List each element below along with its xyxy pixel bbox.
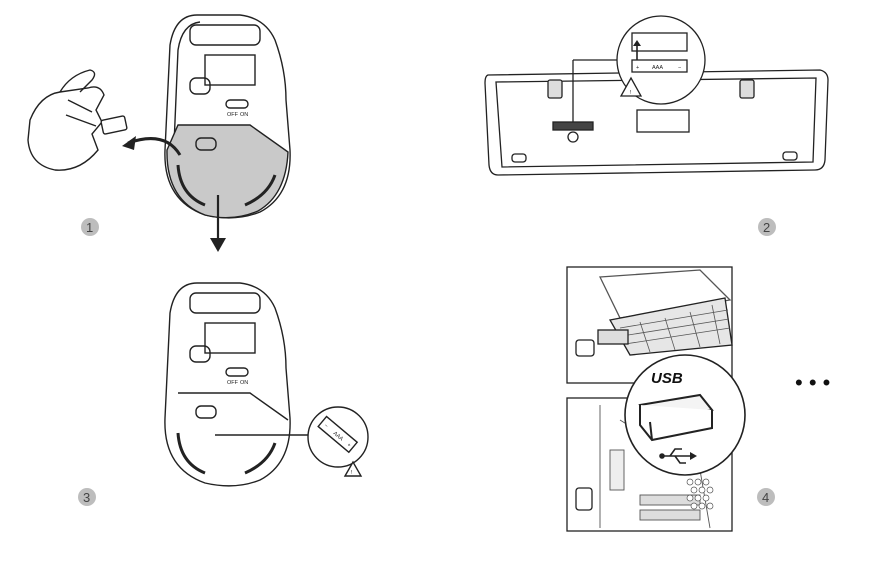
svg-text:3: 3 xyxy=(83,490,90,505)
magnified-battery-door xyxy=(631,32,688,52)
magnified-battery xyxy=(631,59,688,73)
callout-magnifier-3 xyxy=(307,406,369,468)
warning-icon-3 xyxy=(343,460,363,477)
warning-icon xyxy=(619,76,643,97)
hand-finger-3 xyxy=(65,114,97,127)
keyboard-receiver-slot xyxy=(552,121,594,131)
magnified-battery-3 xyxy=(317,415,359,454)
receiver-small-laptop xyxy=(575,339,595,357)
usb-symbol-icon xyxy=(659,448,697,464)
more-dots: • • • xyxy=(795,370,830,395)
pc-vent-holes xyxy=(686,478,714,510)
switch-on-label-3: ON xyxy=(240,380,248,386)
keyboard-battery-cover xyxy=(636,109,690,133)
keyboard-foot-left xyxy=(547,79,563,99)
switch-off-label-3: OFF xyxy=(227,380,239,386)
keyboard-foot-right xyxy=(739,79,755,99)
laptop-keys xyxy=(619,304,731,353)
power-switch-3 xyxy=(225,367,249,377)
step3-illustration: OFF ON AAA − + ! xyxy=(164,282,369,487)
svg-text:2: 2 xyxy=(763,220,770,235)
battery-type-label-2: AAA xyxy=(652,65,663,71)
hand-outline xyxy=(27,86,105,171)
down-arrow-head xyxy=(210,238,226,252)
laptop-screen xyxy=(598,269,732,319)
step3-badge: 3 xyxy=(78,488,96,506)
receiver-in-hand xyxy=(100,115,128,135)
mouse-foot-left xyxy=(176,164,206,207)
step1-illustration: OFF ON xyxy=(27,14,291,252)
step2-illustration: AAA − + ! xyxy=(484,15,829,176)
step1-badge: 1 xyxy=(81,218,99,236)
laptop-side-port xyxy=(597,329,629,345)
curved-arrow-head xyxy=(122,136,136,150)
svg-text:1: 1 xyxy=(86,220,93,235)
battery-plus-3: + xyxy=(346,442,352,449)
svg-text:!: ! xyxy=(351,470,353,476)
svg-text:4: 4 xyxy=(762,490,769,505)
hand-finger-1 xyxy=(59,69,96,93)
switch-off-label: OFF xyxy=(227,112,239,118)
battery-minus-3: − xyxy=(323,423,329,430)
svg-text:!: ! xyxy=(630,90,632,96)
keyboard-inner-outline xyxy=(495,77,817,168)
keyboard-pad-right xyxy=(782,151,798,161)
mouse-receiver-slot xyxy=(204,54,256,86)
keyboard-receiver-knob xyxy=(567,131,579,143)
battery-plus-2: + xyxy=(636,65,639,71)
mouse-body-outline-3 xyxy=(164,282,291,487)
mouse-foot-right xyxy=(244,174,277,207)
switch-on-label: ON xyxy=(240,112,248,118)
battery-cover-latch xyxy=(195,137,217,151)
mouse-inner-outline xyxy=(173,21,201,146)
battery-type-label-3: AAA xyxy=(332,431,345,443)
mouse-body-outline xyxy=(164,14,291,219)
mouse-sensor xyxy=(189,77,211,95)
mouse-top-slot xyxy=(189,24,261,46)
battery-minus-2: − xyxy=(678,65,681,71)
step2-badge: 2 xyxy=(758,218,776,236)
receiver-small-pc xyxy=(575,487,593,511)
keyboard-outline xyxy=(484,69,829,176)
keyboard-pad-left xyxy=(511,153,527,163)
power-switch xyxy=(225,99,249,109)
step4-badge: 4 xyxy=(757,488,775,506)
step4-illustration: USB xyxy=(566,266,746,532)
hand-finger-2 xyxy=(67,99,93,113)
usb-title: USB xyxy=(651,370,683,387)
